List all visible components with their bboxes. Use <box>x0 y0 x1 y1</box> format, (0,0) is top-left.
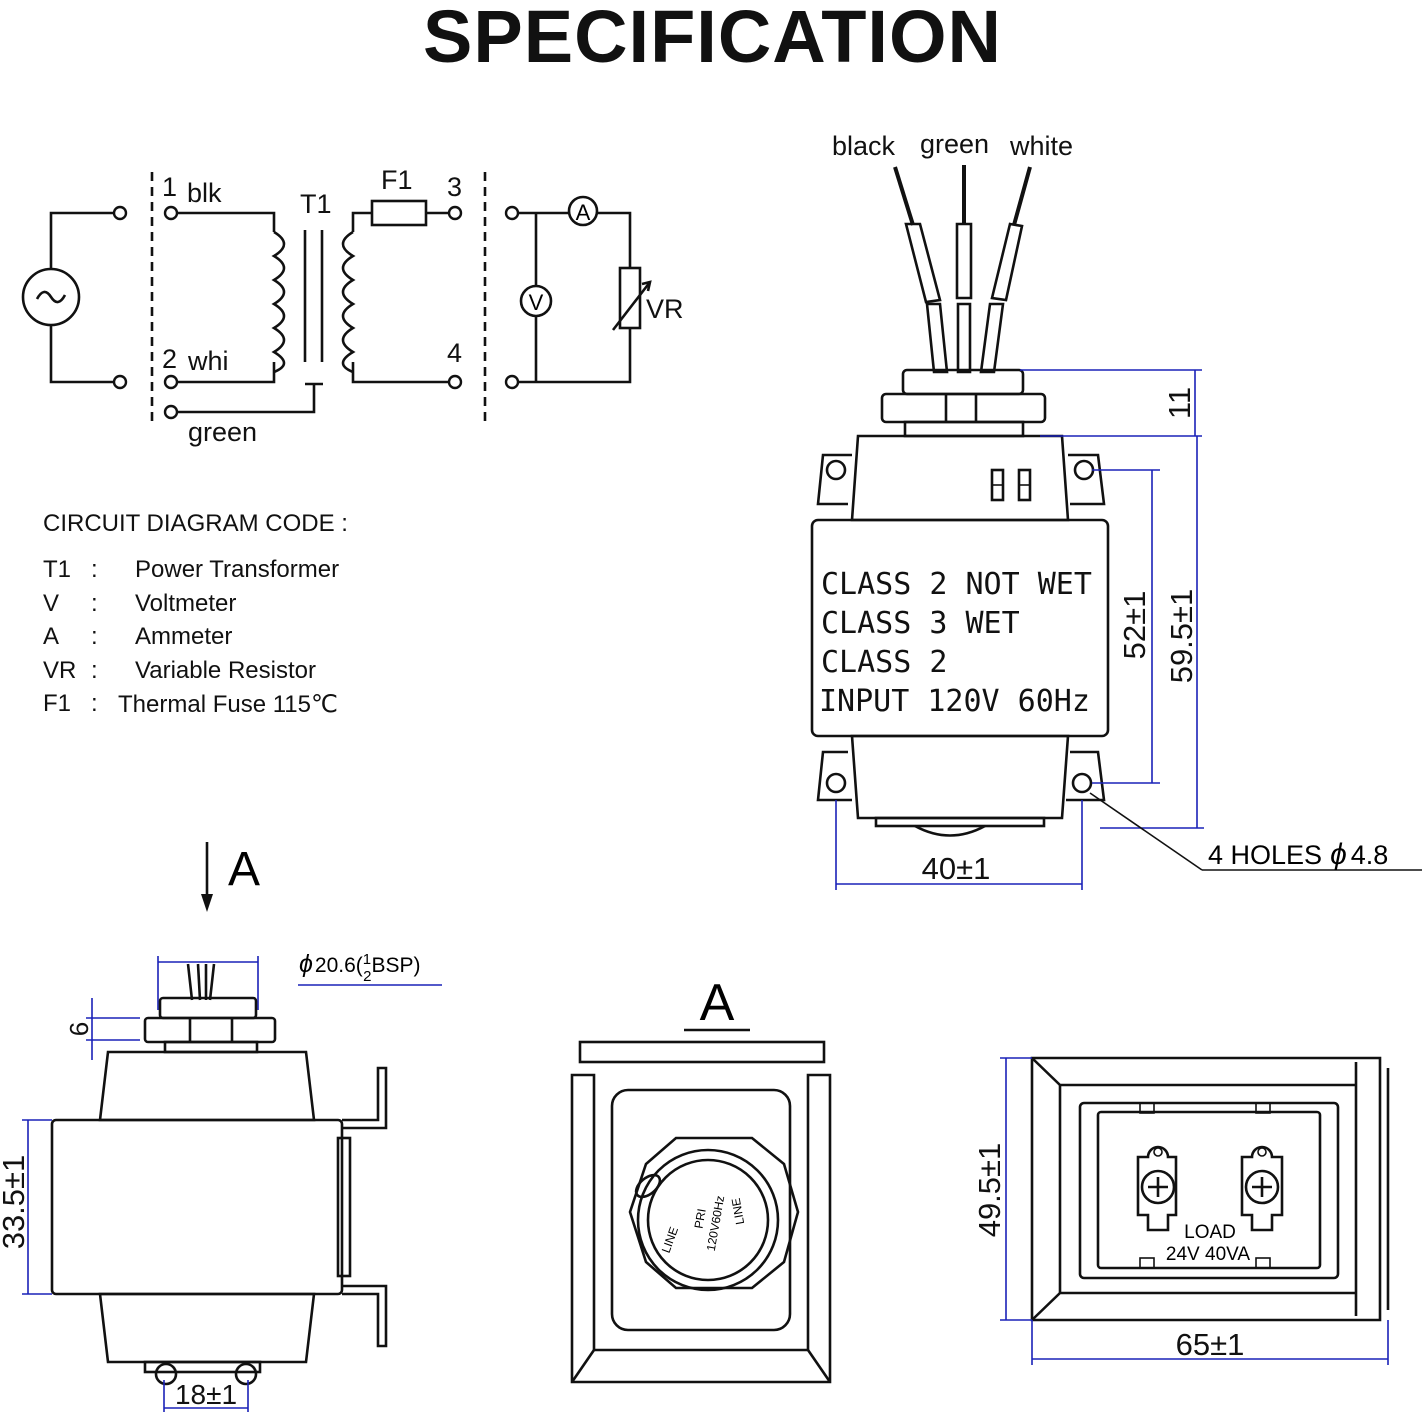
mount-tab <box>816 453 852 506</box>
transformer-label: T1 <box>300 189 332 219</box>
view-a-frame <box>570 1073 832 1384</box>
lower-housing <box>850 734 1070 820</box>
bottom-outer-frame <box>1030 1056 1382 1322</box>
legend-abbr: T1 <box>43 556 72 583</box>
dim-bottom-height: 49.5±1 <box>972 1143 1007 1238</box>
ground-wire-label: green <box>188 417 257 447</box>
upper-housing <box>850 434 1070 522</box>
wire-label-green: green <box>920 129 989 159</box>
legend-abbr: F1 <box>43 690 72 717</box>
pin-1-label: 1 <box>162 172 177 202</box>
cap-pri-text: PRI <box>691 1208 708 1230</box>
resistor-label: VR <box>646 294 684 324</box>
wire-label-white: white <box>1009 131 1073 161</box>
class-3-wet-text: CLASS 3 WET <box>821 606 1020 641</box>
legend-row: V : Voltmeter <box>43 590 463 624</box>
legend-colon: : <box>91 589 98 617</box>
load-rating-label: 24V 40VA <box>1166 1244 1250 1265</box>
ac-source <box>21 205 128 390</box>
cap-line-text: LINE <box>729 1197 747 1226</box>
legend-row: VR : Variable Resistor <box>43 657 463 691</box>
legend-row: A : Ammeter <box>43 623 463 657</box>
legend-desc: Ammeter <box>135 623 233 650</box>
wire-label-black: black <box>832 131 896 161</box>
dim-side-height: 33.5±1 <box>0 1155 31 1250</box>
terminal-plate <box>1078 1101 1340 1280</box>
legend-abbr: A <box>43 623 60 650</box>
dim-collar: 6 <box>64 1022 94 1036</box>
legend-desc: Voltmeter <box>135 589 237 617</box>
cap-line-text: LINE <box>659 1225 681 1255</box>
legend-abbr: VR <box>43 656 77 684</box>
class-2-text: CLASS 2 <box>821 645 947 680</box>
terminal-screw <box>1240 1145 1284 1232</box>
cap-markings: LINE PRI 120V60Hz LINE <box>659 1195 747 1255</box>
legend-colon: : <box>91 556 98 583</box>
legend-row: F1 : Thermal Fuse 115℃ <box>43 690 463 724</box>
legend-desc: Thermal Fuse 115℃ <box>118 691 338 718</box>
dim-hole-spacing: 52±1 <box>1117 591 1152 660</box>
gland-collar <box>901 368 1025 396</box>
voltmeter-label: V <box>529 290 544 315</box>
fuse-label: F1 <box>381 165 413 195</box>
legend-desc: Power Transformer <box>135 556 340 583</box>
dim-top-height: 11 <box>1162 387 1197 419</box>
legend-colon: : <box>91 690 98 717</box>
circuit-diagram: 1 blk 2 whi green T1 F1 3 4 <box>21 165 684 447</box>
ammeter-symbol <box>567 195 599 227</box>
legend-row: T1 : Power Transformer <box>43 556 463 590</box>
pin-1-wire-label: blk <box>187 178 222 208</box>
terminal-screw <box>1136 1145 1178 1232</box>
load-circuit: A V VR <box>504 195 684 390</box>
input-rating-text: INPUT 120V 60Hz <box>819 684 1090 719</box>
legend-abbr: V <box>43 589 60 617</box>
legend-title: CIRCUIT DIAGRAM CODE : <box>43 510 348 537</box>
view-a-face <box>610 1088 792 1332</box>
view-a-label: A <box>700 974 735 1032</box>
dim-base-width: 18±1 <box>175 1379 237 1410</box>
cap-outer <box>636 1148 780 1292</box>
dim-bottom-width: 65±1 <box>1176 1327 1245 1362</box>
view-a: A LINE PRI 120V60Hz LINE <box>570 974 832 1384</box>
ammeter-label: A <box>576 200 591 225</box>
mount-tab <box>1068 453 1106 506</box>
view-arrow-label: A <box>228 843 260 896</box>
pin-3-label: 3 <box>447 172 462 202</box>
dim-hole-width: 40±1 <box>922 851 991 886</box>
circuit-legend: CIRCUIT DIAGRAM CODE : T1 : Power Transf… <box>43 510 463 724</box>
class-2-not-wet-text: CLASS 2 NOT WET <box>821 567 1092 602</box>
front-view: black green white CLA <box>810 129 1422 890</box>
mount-tab <box>816 750 852 802</box>
legend-desc: Variable Resistor <box>135 656 316 684</box>
cap-inner <box>646 1158 770 1282</box>
legend-colon: : <box>91 623 98 650</box>
secondary-winding: F1 3 4 <box>341 165 463 390</box>
primary-winding: 1 blk 2 whi green <box>162 172 323 447</box>
side-core <box>50 1118 344 1296</box>
legend-colon: : <box>91 656 98 684</box>
pin-2-label: 2 <box>162 344 177 374</box>
pin-4-label: 4 <box>447 338 462 368</box>
page-title: SPECIFICATION <box>423 0 1002 78</box>
lead-wires <box>893 165 1032 374</box>
mount-tab <box>1066 750 1106 802</box>
cap-nut <box>628 1136 800 1290</box>
bottom-view: LOAD 24V 40VA 49.5±1 65±1 <box>972 1056 1390 1365</box>
cap-rating-text: 120V60Hz <box>704 1195 728 1253</box>
fuse-symbol <box>370 199 428 227</box>
dim-overall-height: 59.5±1 <box>1164 589 1199 684</box>
gland-nut <box>880 392 1047 424</box>
pin-2-wire-label: whi <box>187 346 229 376</box>
load-label: LOAD <box>1184 1222 1236 1243</box>
